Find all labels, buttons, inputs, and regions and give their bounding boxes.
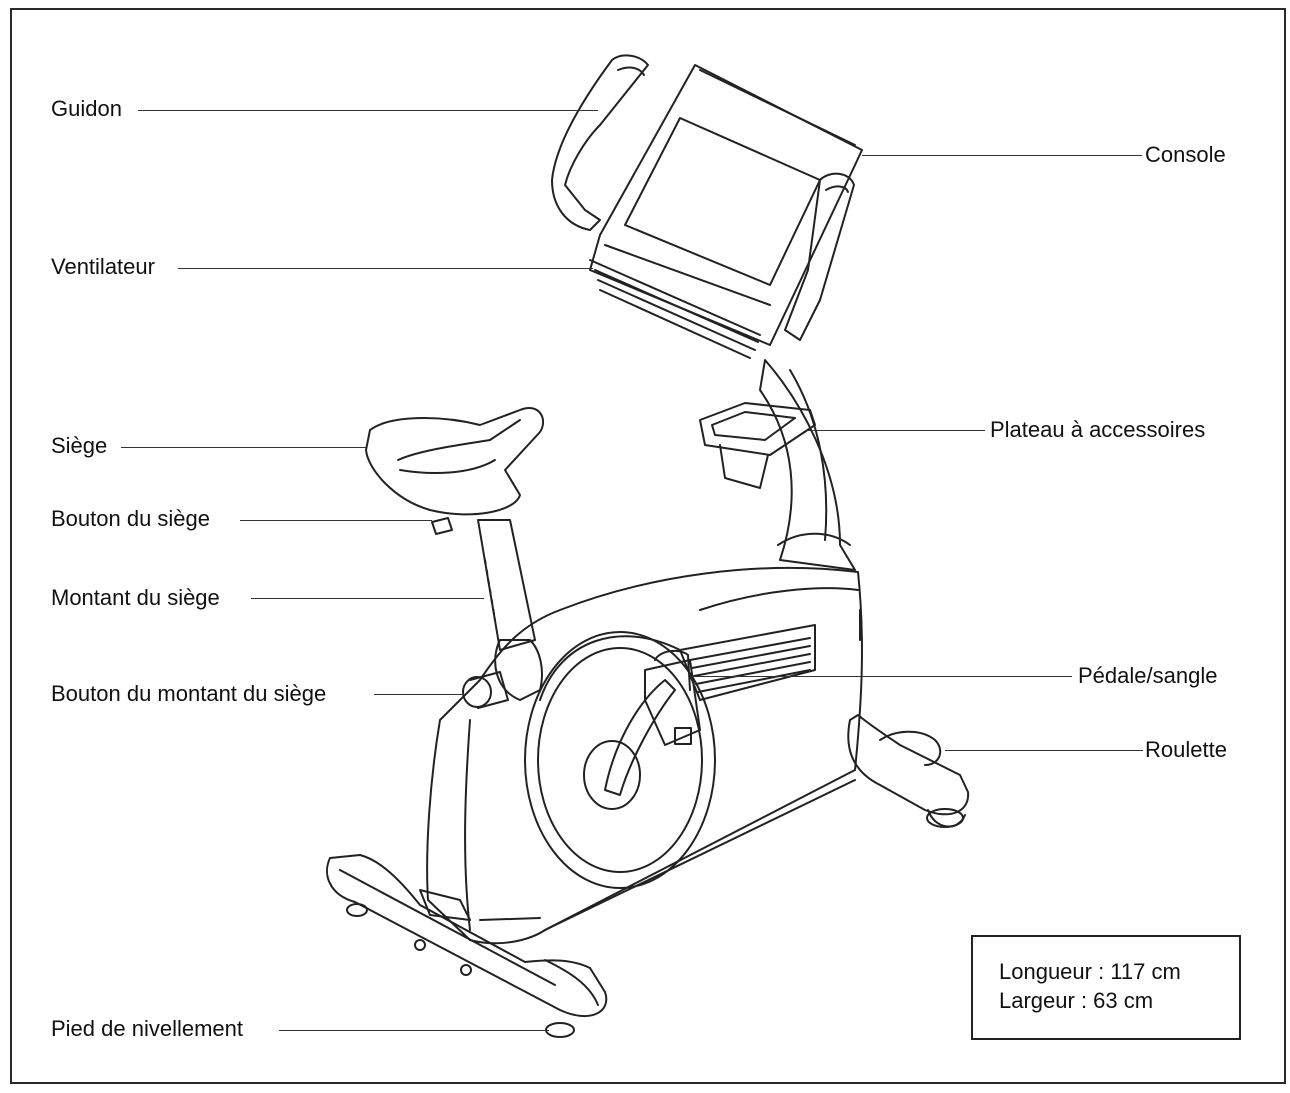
leader-plateau (805, 430, 985, 431)
dimensions-box: Longueur : 117 cm Largeur : 63 cm (971, 935, 1241, 1040)
side-vent-grill (679, 624, 816, 701)
seat-shape (365, 407, 545, 516)
dimension-width: Largeur : 63 cm (999, 988, 1154, 1013)
leader-siege (121, 447, 366, 448)
front-base-foot (847, 714, 970, 828)
label-bouton-siege: Bouton du siège (51, 506, 211, 531)
label-plateau: Plateau à accessoires (990, 417, 1206, 442)
label-guidon: Guidon (51, 96, 122, 121)
label-montant-siege: Montant du siège (51, 585, 220, 610)
label-bouton-montant: Bouton du montant du siège (51, 681, 327, 706)
leader-guidon (138, 110, 598, 111)
leader-console (862, 155, 1142, 156)
leader-montant-siege (251, 598, 484, 599)
console-shape (589, 64, 863, 359)
console-mast (759, 359, 856, 571)
leader-bouton-montant (374, 694, 464, 695)
leader-pied (279, 1030, 549, 1031)
pedal-crank (604, 649, 701, 796)
leader-ventilateur (178, 268, 593, 269)
label-siege: Siège (51, 433, 108, 458)
label-console: Console (1145, 142, 1226, 167)
label-ventilateur: Ventilateur (51, 254, 155, 279)
leader-roulette (945, 750, 1143, 751)
bike-frame (419, 566, 863, 945)
seat-post-shape (431, 517, 543, 709)
rear-base-foot (326, 854, 608, 1038)
leader-bouton-siege (240, 520, 432, 521)
leader-pedale (690, 676, 1072, 677)
flywheel-cover (524, 631, 716, 889)
label-pied: Pied de nivellement (51, 1016, 244, 1041)
handlebar-shape (551, 54, 855, 341)
diagram-frame (10, 8, 1286, 1084)
accessory-tray-shape (699, 402, 816, 489)
dimension-length: Longueur : 117 cm (999, 959, 1181, 984)
label-pedale: Pédale/sangle (1078, 663, 1218, 688)
label-roulette: Roulette (1145, 737, 1227, 762)
